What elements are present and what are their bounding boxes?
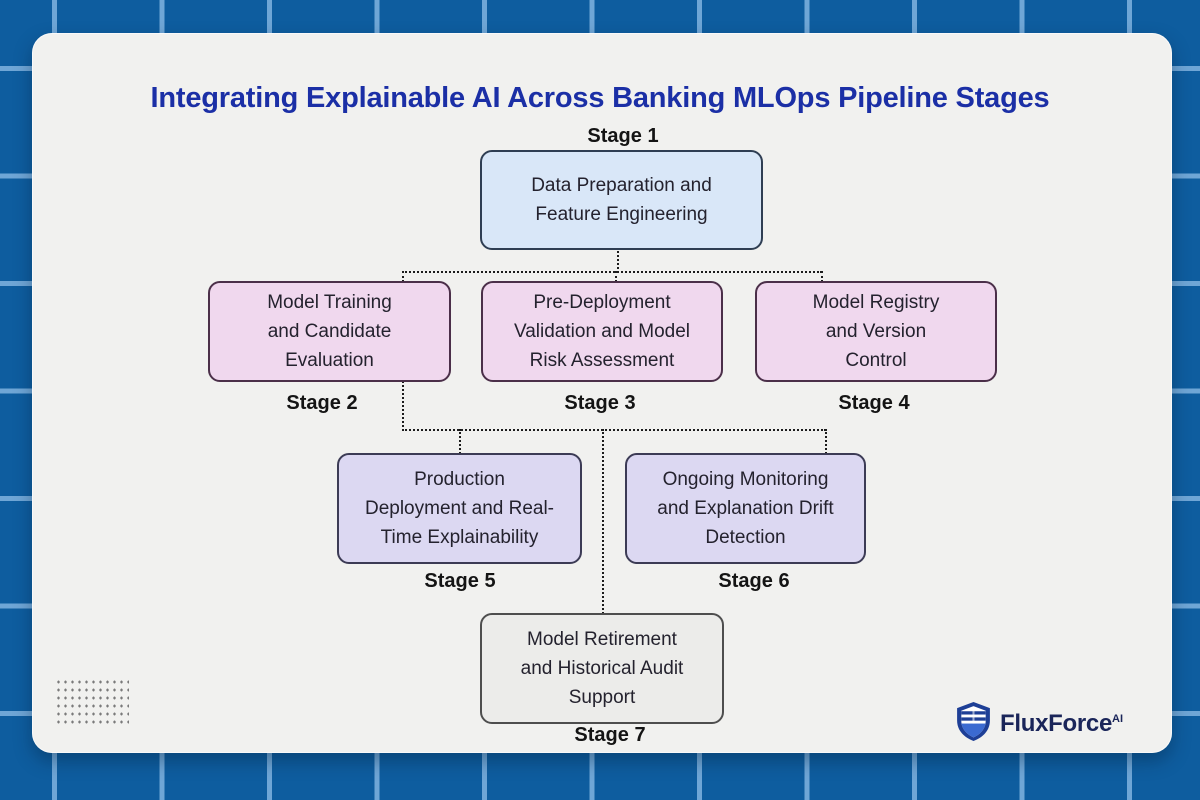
connector-line [402,378,404,431]
dot-matrix-decoration [55,678,129,728]
stage-4-box: Model Registry and Version Control [755,281,997,382]
stage-3-label: Stage 3 [564,392,636,414]
stage-3-box: Pre-Deployment Validation and Model Risk… [481,281,723,382]
connector-line [821,271,823,282]
stage-2-box: Model Training and Candidate Evaluation [208,281,451,382]
page-title: Integrating Explainable AI Across Bankin… [150,82,1050,114]
stage-6-box: Ongoing Monitoring and Explanation Drift… [625,453,866,564]
brand-logo: FluxForceAI [955,701,1123,747]
stage-1-label: Stage 1 [587,125,659,147]
connector-line [402,429,826,431]
stage-2-label: Stage 2 [286,392,358,414]
brand-name: FluxForceAI [1000,710,1123,737]
stage-1-box: Data Preparation and Feature Engineering [480,150,763,250]
connector-line [615,271,617,282]
stage-7-box: Model Retirement and Historical Audit Su… [480,613,724,724]
brand-ai-superscript: AI [1112,713,1123,725]
connector-line [825,429,827,454]
stage-4-label: Stage 4 [838,392,910,414]
stage-6-label: Stage 6 [718,570,790,592]
shield-icon [955,701,992,747]
connector-line [602,429,604,614]
connector-line [402,271,822,273]
stage-5-label: Stage 5 [424,570,496,592]
connector-line [617,246,619,273]
stage-5-box: Production Deployment and Real- Time Exp… [337,453,582,564]
connector-line [402,271,404,282]
stage-7-label: Stage 7 [574,724,646,746]
connector-line [459,429,461,454]
